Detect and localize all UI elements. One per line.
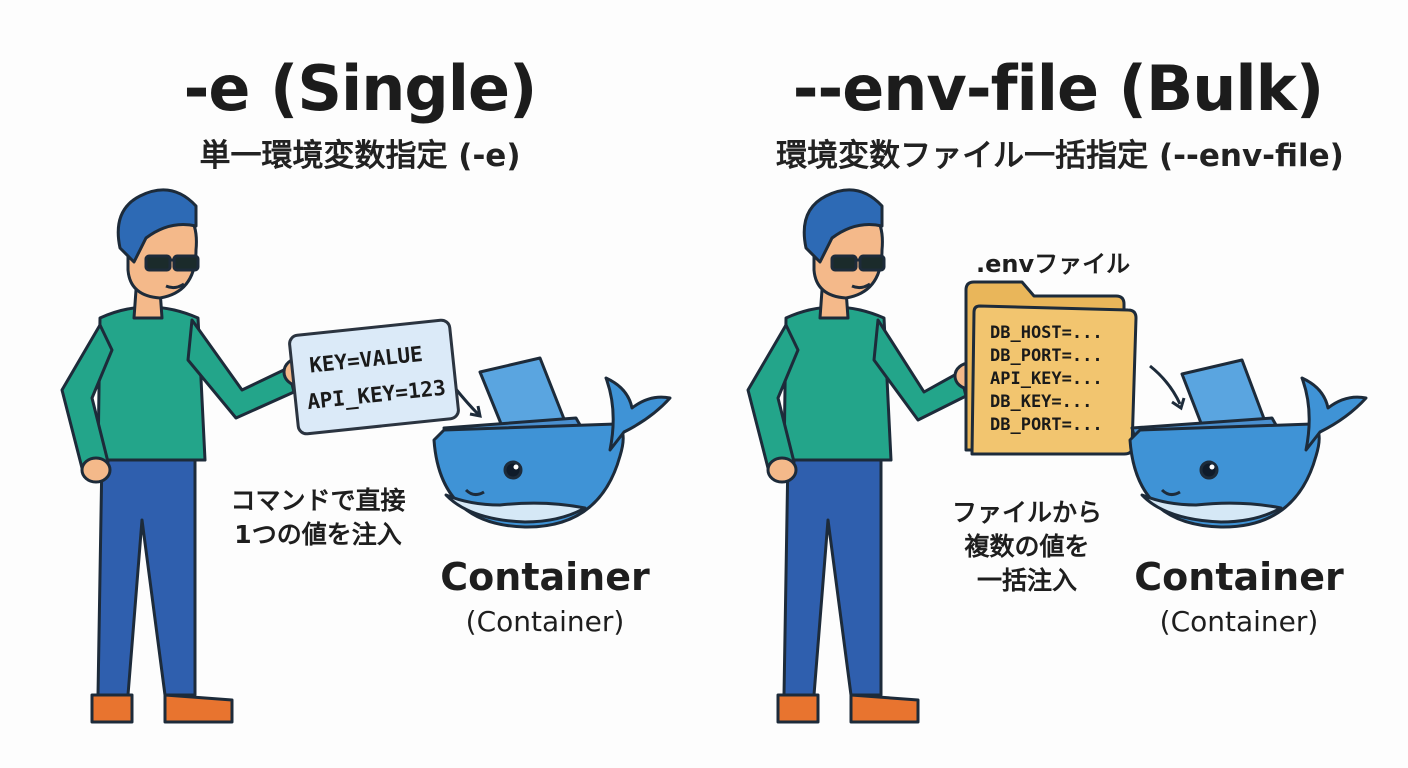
env-line: DB_PORT=...	[990, 415, 1103, 435]
note-line: コマンドで直接	[230, 486, 406, 515]
card-line: API_KEY=123	[306, 375, 447, 415]
panel-single: -e (Single) 単一環境変数指定 (-e)	[60, 52, 672, 724]
whale-icon	[1128, 358, 1368, 529]
container-subtitle: (Container)	[465, 605, 625, 638]
note-line: ファイルから	[951, 498, 1102, 527]
container-title: Container	[440, 555, 650, 599]
arrow-icon	[1149, 364, 1182, 405]
whale-icon	[432, 356, 672, 529]
env-line: DB_KEY=...	[990, 392, 1093, 412]
env-card: KEY=VALUE API_KEY=123	[287, 317, 461, 437]
env-line: API_KEY=...	[990, 369, 1103, 389]
note-text: コマンドで直接 1つの値を注入	[220, 484, 416, 552]
note-line: 複数の値を	[964, 532, 1090, 561]
person-illustration	[60, 188, 318, 724]
panel-title: -e (Single)	[183, 52, 538, 125]
note-line: 1つの値を注入	[234, 520, 402, 549]
env-line: DB_HOST=...	[990, 323, 1103, 343]
person-illustration	[746, 188, 987, 724]
folder-icon	[964, 280, 1138, 456]
panel-subtitle: 環境変数ファイル一括指定 (--env-file)	[776, 138, 1344, 174]
env-line: DB_PORT=...	[990, 346, 1103, 366]
container-label: Container (Container)	[430, 555, 660, 638]
container-title: Container	[1134, 555, 1344, 599]
container-subtitle: (Container)	[1159, 605, 1319, 638]
note-line: 一括注入	[976, 566, 1077, 595]
folder-label: .envファイル	[976, 250, 1131, 278]
bulk-illustration	[746, 188, 1368, 724]
card-line: KEY=VALUE	[308, 341, 424, 378]
container-label: Container (Container)	[1124, 555, 1354, 638]
panel-bulk: --env-file (Bulk) 環境変数ファイル一括指定 (--env-fi…	[704, 0, 1408, 768]
env-file-lines: DB_HOST=... DB_PORT=... API_KEY=... DB_K…	[990, 322, 1103, 437]
panel-title: --env-file (Bulk)	[792, 52, 1324, 125]
panel-subtitle: 単一環境変数指定 (-e)	[199, 138, 521, 174]
note-text: ファイルから 複数の値を 一括注入	[932, 496, 1122, 598]
